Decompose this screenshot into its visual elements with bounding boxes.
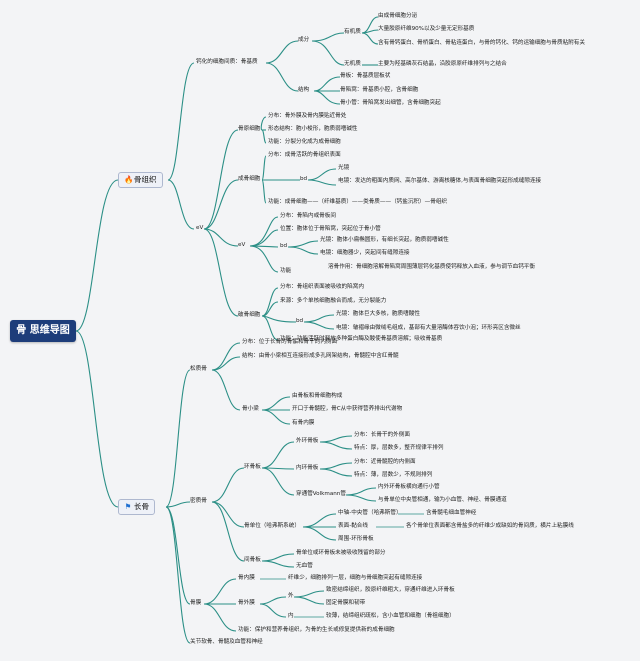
topic-bd[interactable]: bd: [300, 176, 308, 182]
topic-composition[interactable]: 成分: [298, 37, 310, 43]
topic-leaf[interactable]: 各个骨单位表面都含骨盐多的纤维少成缺如的骨间质，横片上粘膜线: [406, 523, 574, 529]
topic-leaf[interactable]: 电镜：皱褶缘由微绒毛组成，基部有大量溶酶体吞饮小泡；环形亮区含微丝: [336, 325, 521, 331]
branch-label: 长骨: [134, 502, 149, 511]
topic-leaf[interactable]: 骨板：骨基质层板状: [340, 73, 391, 79]
branch-bone-tissue[interactable]: 🔥骨组织: [118, 172, 163, 188]
topic-leaf[interactable]: 分布：成骨活跃的骨组织表面: [268, 152, 341, 158]
topic-leaf[interactable]: 功能：成骨细胞——（纤维基质）——类骨质——（钙盐沉积）—骨组织: [268, 199, 448, 205]
root-topic[interactable]: 骨 思维导图: [10, 320, 76, 342]
topic-leaf[interactable]: 表面-黏合线: [338, 523, 368, 529]
topic-leaf[interactable]: 骨单位或环骨板未被吸收残留的部分: [296, 550, 386, 556]
topic-circumferential-lamellae[interactable]: 环骨板: [244, 464, 261, 470]
topic-leaf[interactable]: 功能：功能活跃时释放多种蛋白酶及酸使骨基质溶解；吸收骨基质: [280, 336, 443, 342]
topic-joint-cartilage[interactable]: 关节软骨、骨髓及血管和神经: [190, 639, 263, 645]
topic-trabecula[interactable]: 骨小梁: [242, 406, 259, 412]
topic-leaf[interactable]: 光镜: [338, 165, 350, 171]
topic-cells[interactable]: eV: [196, 225, 204, 231]
topic-leaf[interactable]: 电镜：细胞器少，突起间有缝隙连接: [320, 250, 410, 256]
topic-leaf[interactable]: 由骨板和骨细胞构成: [292, 393, 343, 399]
topic-leaf[interactable]: 骨陷窝：骨基质小腔，含骨细胞: [340, 87, 419, 93]
branch-long-bone[interactable]: ⚑长骨: [118, 499, 155, 515]
topic-leaf[interactable]: 分布：骨陷内或骨板间: [280, 213, 336, 219]
topic-interstitial-lamellae[interactable]: 间骨板: [244, 557, 261, 563]
topic-leaf[interactable]: 含有骨钙蛋白、骨桥蛋白、骨粘连蛋白，与骨的钙化、钙的运输细胞与骨质粘附有关: [378, 40, 585, 46]
topic-leaf[interactable]: 无血管: [296, 563, 313, 569]
topic-leaf[interactable]: 由成骨细胞分泌: [378, 13, 418, 19]
topic-leaf[interactable]: 与骨单位中央管相通，输为小血管、神经、骨膜通道: [378, 497, 507, 503]
topic-leaf[interactable]: 位置：胞体位于骨陷窝，突起位于骨小管: [280, 226, 381, 232]
topic-leaf[interactable]: 开口于骨髓腔，骨C从中获得营养排出代谢物: [292, 406, 403, 412]
topic-outer-lamellae[interactable]: 外环骨板: [296, 438, 319, 444]
topic-osteoclast[interactable]: 破骨细胞: [238, 312, 261, 318]
topic-osteoprogenitor[interactable]: 骨原细胞: [238, 126, 261, 132]
topic-bd[interactable]: bd: [296, 318, 304, 324]
topic-leaf[interactable]: 骨小管：骨陷窝发出细管，含骨细胞突起: [340, 100, 441, 106]
topic-osteoblast[interactable]: 成骨细胞: [238, 176, 261, 182]
topic-inner-layer[interactable]: 内: [288, 613, 294, 619]
topic-organic[interactable]: 有机质: [344, 29, 361, 35]
topic-leaf[interactable]: 功能：分裂分化成为成骨细胞: [268, 139, 341, 145]
topic-spongy-bone[interactable]: 松质骨: [190, 366, 207, 372]
topic-leaf[interactable]: 周围-环形骨板: [338, 536, 374, 542]
topic-leaf[interactable]: 结构：由骨小梁相互连接形成多孔网架结构，骨髓腔中含红骨髓: [242, 353, 399, 359]
topic-leaf[interactable]: 形态结构：胞小梭形，胞质弱嗜碱性: [268, 126, 358, 132]
topic-leaf[interactable]: 特点：薄，层数少，不规则排列: [354, 472, 433, 478]
flag-icon: ⚑: [124, 502, 132, 511]
topic-osteocyte[interactable]: eV: [238, 242, 246, 248]
topic-inorganic[interactable]: 无机质: [344, 61, 361, 67]
topic-leaf[interactable]: 分布：骨组织表面被吸收的陷窝内: [280, 284, 364, 290]
topic-volkmann-canal[interactable]: 穿通管Volkmann管: [296, 491, 346, 497]
topic-leaf[interactable]: 来源：多个单核细胞融合而成，无分裂能力: [280, 298, 387, 304]
topic-leaf[interactable]: 有骨内膜: [292, 420, 315, 426]
topic-structure[interactable]: 结构: [298, 87, 310, 93]
topic-outer-periosteum[interactable]: 骨外膜: [238, 600, 255, 606]
topic-leaf[interactable]: 含骨髓毛细血管神经: [426, 510, 477, 516]
topic-leaf[interactable]: 致密结缔组织，胶原纤维粗大，穿通纤维进入环骨板: [326, 587, 455, 593]
topic-leaf[interactable]: 大量胶原纤维90%以及少量无定形基质: [378, 26, 475, 32]
topic-calcified-matrix[interactable]: 钙化的细胞间质：骨基质: [196, 59, 258, 65]
topic-leaf[interactable]: 功能：保护和营养骨组织，为骨的生长或修复提供新的成骨细胞: [238, 627, 395, 633]
topic-periosteum[interactable]: 骨膜: [190, 600, 202, 606]
topic-leaf[interactable]: 主要为羟基磷灰石结晶，沿胶原原纤维排列与之结合: [378, 61, 507, 67]
topic-endosteum[interactable]: 骨内膜: [238, 575, 255, 581]
topic-leaf[interactable]: 内外环骨板横向通行小管: [378, 484, 440, 490]
topic-leaf[interactable]: 电镜：发达的粗面内质网、高尔基体、游离核糖体,与表面骨细胞突起形成缝隙连接: [338, 178, 542, 184]
topic-outer-layer[interactable]: 外: [288, 593, 294, 599]
topic-leaf[interactable]: 固定骨膜和韧带: [326, 600, 366, 606]
topic-bd[interactable]: bd: [280, 243, 288, 249]
topic-leaf[interactable]: 分布：位于长骨的骨骺和骨干的内侧面: [242, 339, 338, 345]
topic-function[interactable]: 功能: [280, 268, 292, 274]
topic-osteon[interactable]: 骨单位（哈弗斯系统）: [244, 523, 300, 529]
topic-leaf[interactable]: 纤维少，细胞排列一层，细胞与骨细胞突起有缝隙连接: [288, 575, 423, 581]
topic-leaf[interactable]: 较薄，结缔组织疏松，含小血管和细胞（骨祖细胞）: [326, 613, 455, 619]
flame-icon: 🔥: [124, 175, 134, 184]
topic-leaf[interactable]: 中轴-中央管（哈弗斯管）: [338, 510, 402, 516]
topic-leaf[interactable]: 光镜：胞体小扁椭圆形，有细长突起，胞质弱嗜碱性: [320, 237, 449, 243]
topic-leaf[interactable]: 光镜：胞体巨大多核，胞质嗜酸性: [336, 311, 420, 317]
topic-inner-lamellae[interactable]: 内环骨板: [296, 465, 319, 471]
topic-leaf[interactable]: 分布：近骨髓腔的内侧面: [354, 459, 416, 465]
topic-leaf[interactable]: 分布：长骨干的外侧面: [354, 432, 410, 438]
topic-compact-bone[interactable]: 密质骨: [190, 498, 207, 504]
branch-label: 骨组织: [134, 175, 157, 184]
topic-leaf[interactable]: 分布：骨外膜及骨内膜贴近骨处: [268, 113, 347, 119]
topic-leaf[interactable]: 特点：厚，层数多，整齐规律平排列: [354, 445, 444, 451]
topic-leaf[interactable]: 溶骨作用：骨细胞溶解骨陷窝周围薄层钙化基质使钙释放入血液，参与调节血钙平衡: [328, 264, 535, 270]
